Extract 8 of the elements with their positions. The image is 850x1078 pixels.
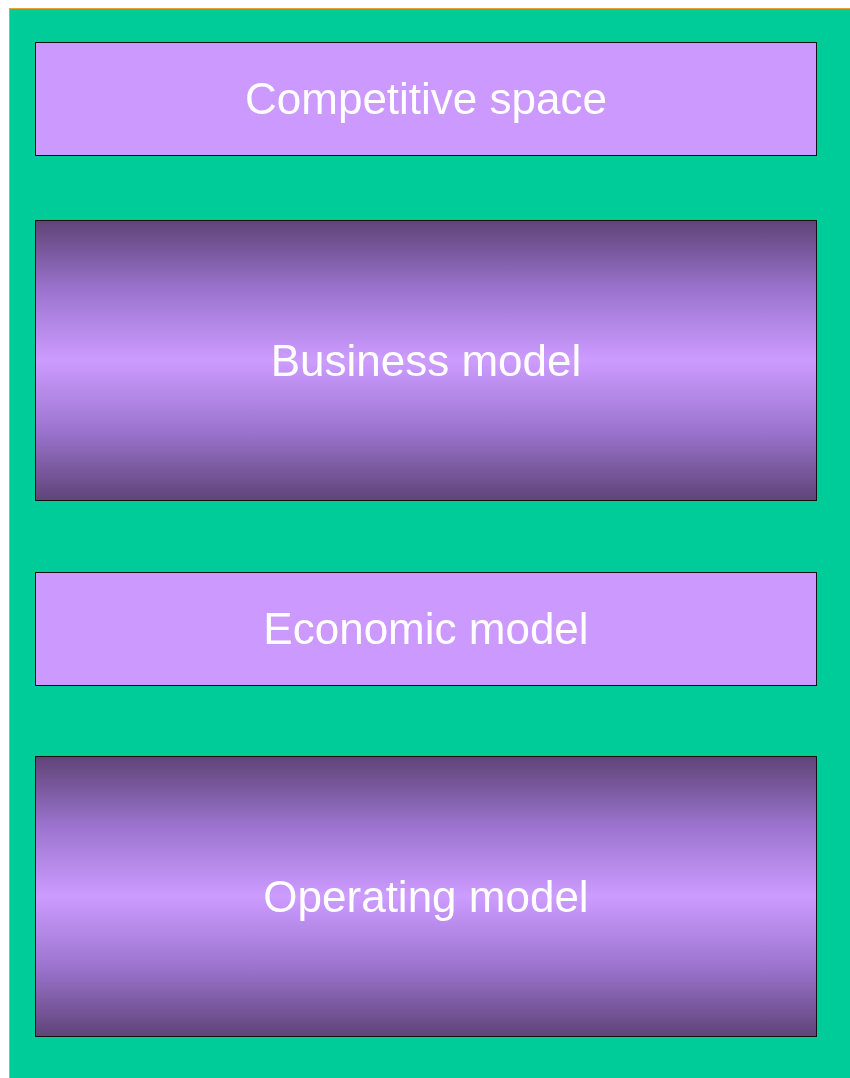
box-label: Operating model: [263, 871, 589, 922]
box-label: Competitive space: [245, 74, 607, 124]
box-label: Business model: [270, 335, 582, 386]
model-box: [35, 220, 817, 501]
box-label: Economic model: [263, 604, 589, 654]
model-box: [35, 42, 817, 156]
model-box: [35, 756, 817, 1037]
model-box: [35, 572, 817, 686]
